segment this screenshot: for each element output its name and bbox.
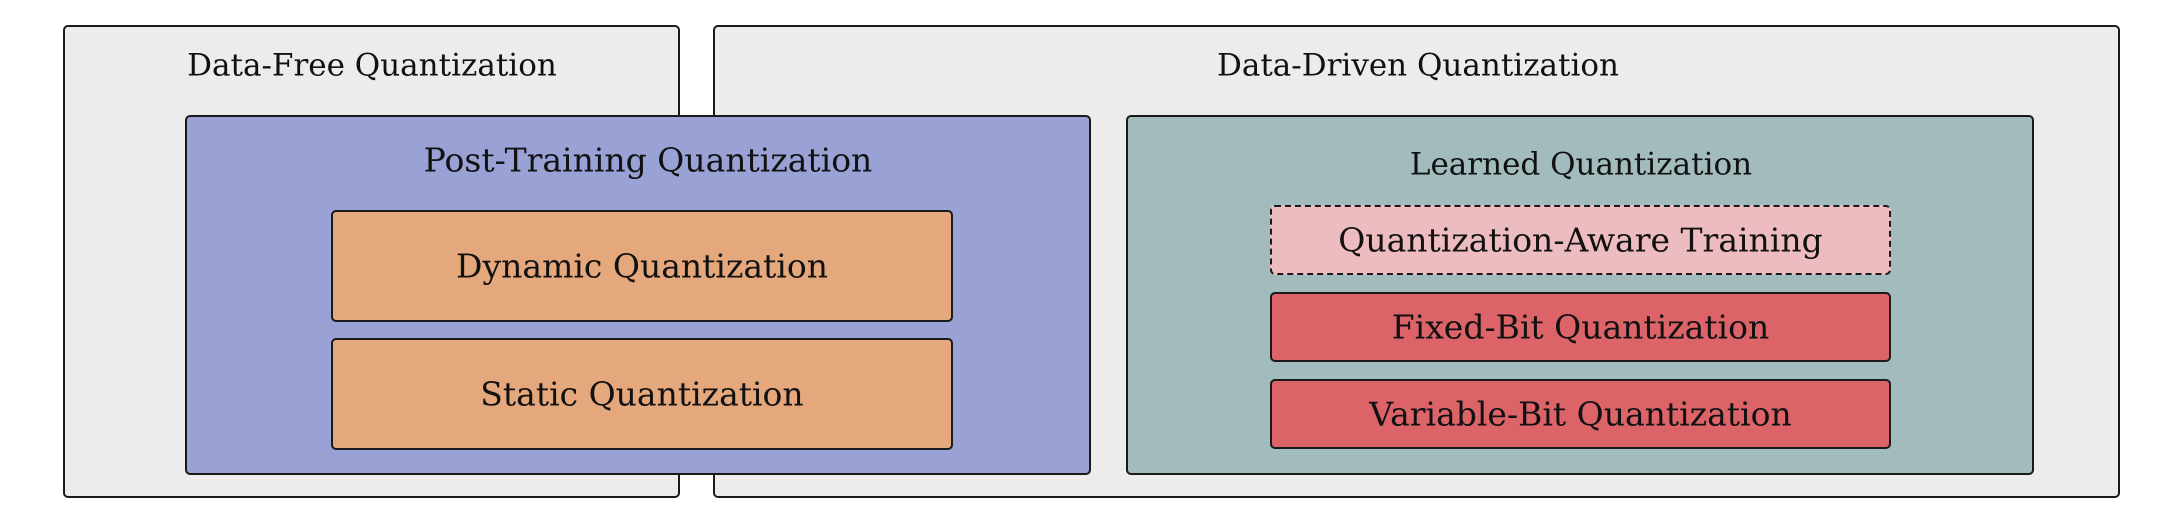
static-quantization-label: Static Quantization (480, 374, 804, 414)
data-free-quantization-title: Data-Free Quantization (187, 47, 557, 84)
dynamic-quantization-label: Dynamic Quantization (456, 246, 828, 286)
quantization-aware-training-label: Quantization-Aware Training (1338, 220, 1823, 260)
quantization-aware-training-box: Quantization-Aware Training (1270, 205, 1891, 275)
post-training-quantization-title: Post-Training Quantization (423, 140, 873, 180)
fixed-bit-quantization-label: Fixed-Bit Quantization (1391, 307, 1770, 347)
static-quantization-box: Static Quantization (331, 338, 953, 450)
learned-quantization-title: Learned Quantization (1409, 146, 1753, 183)
variable-bit-quantization-box: Variable-Bit Quantization (1270, 379, 1891, 449)
data-driven-quantization-title: Data-Driven Quantization (1216, 47, 1620, 84)
variable-bit-quantization-label: Variable-Bit Quantization (1369, 394, 1792, 434)
fixed-bit-quantization-box: Fixed-Bit Quantization (1270, 292, 1891, 362)
dynamic-quantization-box: Dynamic Quantization (331, 210, 953, 322)
